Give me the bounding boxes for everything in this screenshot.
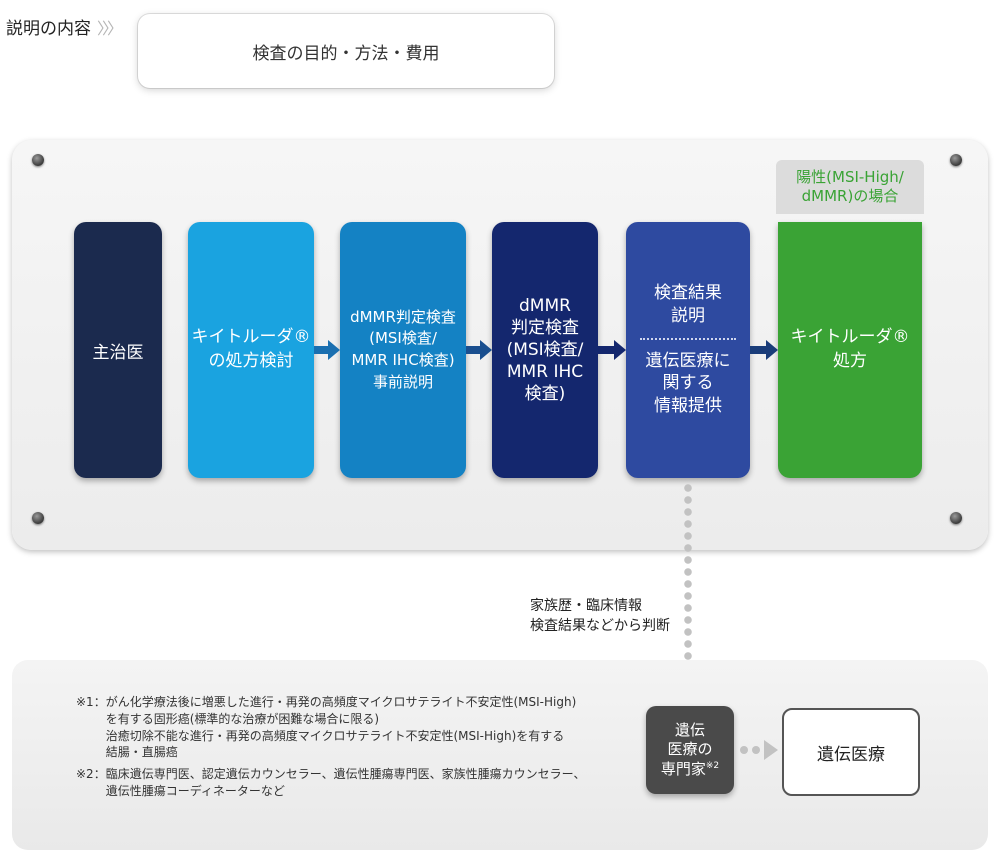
arrow-right-icon [328,340,340,360]
genetic-care-box: 遺伝医療 [782,708,920,796]
arrow-shaft [750,346,766,354]
dot [752,746,760,754]
arrow-right-icon [614,340,626,360]
expert-text: 遺伝 医療の 専門家 [660,720,713,778]
bolt-icon [32,154,44,166]
dotted-connector [684,482,692,706]
arrow-shaft [598,346,614,354]
bolt-icon [950,512,962,524]
bolt-icon [32,512,44,524]
section-label-text: 説明の内容 [6,19,91,39]
step-dmmr-pre-explanation: dMMR判定検査 (MSI検査/ MMR IHC検査) 事前説明 [340,222,466,478]
arrow-shaft [466,346,480,354]
step-dmmr-test: dMMR 判定検査 (MSI検査/ MMR IHC 検査) [492,222,598,478]
footnote-text: 臨床遺伝専門医、認定遺伝カウンセラー、遺伝性腫瘍専門医、家族性腫瘍カウンセラー、… [105,767,586,798]
genetic-info-text: 遺伝医療に 関する 情報提供 [645,350,731,417]
chevron-right-icon: 〉〉〉 [97,19,123,38]
result-explanation-text: 検査結果 説明 [654,282,722,326]
judgment-note: 家族歴・臨床情報 検査結果などから判断 [530,598,670,635]
arrow-right-icon [764,740,778,760]
arrow-shaft [314,346,328,354]
step-attending-physician: 主治医 [74,222,162,478]
positive-condition-label: 陽性(MSI-High/ dMMR)の場合 [776,160,924,214]
footnote-2: ※2： 臨床遺伝専門医、認定遺伝カウンセラー、遺伝性腫瘍専門医、家族性腫瘍カウン… [76,766,636,800]
step-result-explanation: 検査結果 説明 遺伝医療に 関する 情報提供 [626,222,750,478]
dot [740,746,748,754]
footnote-mark: ※1： [76,695,106,709]
footnote-mark: ※2： [76,767,106,781]
topic-box: 検査の目的・方法・費用 [138,14,554,88]
dotted-divider [640,337,736,340]
step-keytruda-consideration: キイトルーダ® の処方検討 [188,222,314,478]
expert-footnote-mark: ※2 [705,760,720,771]
arrow-right-icon [480,340,492,360]
footnote-text: がん化学療法後に増悪した進行・再発の高頻度マイクロサテライト不安定性(MSI-H… [105,695,577,760]
footnote-1: ※1： がん化学療法後に増悪した進行・再発の高頻度マイクロサテライト不安定性(M… [76,694,616,761]
bolt-icon [950,154,962,166]
section-label: 説明の内容〉〉〉 [6,14,123,39]
arrow-right-icon [766,340,778,360]
topic-text: 検査の目的・方法・費用 [252,43,440,64]
genetic-expert-box: 遺伝 医療の 専門家※2 [646,706,734,794]
step-keytruda-prescription: キイトルーダ® 処方 [778,222,922,478]
